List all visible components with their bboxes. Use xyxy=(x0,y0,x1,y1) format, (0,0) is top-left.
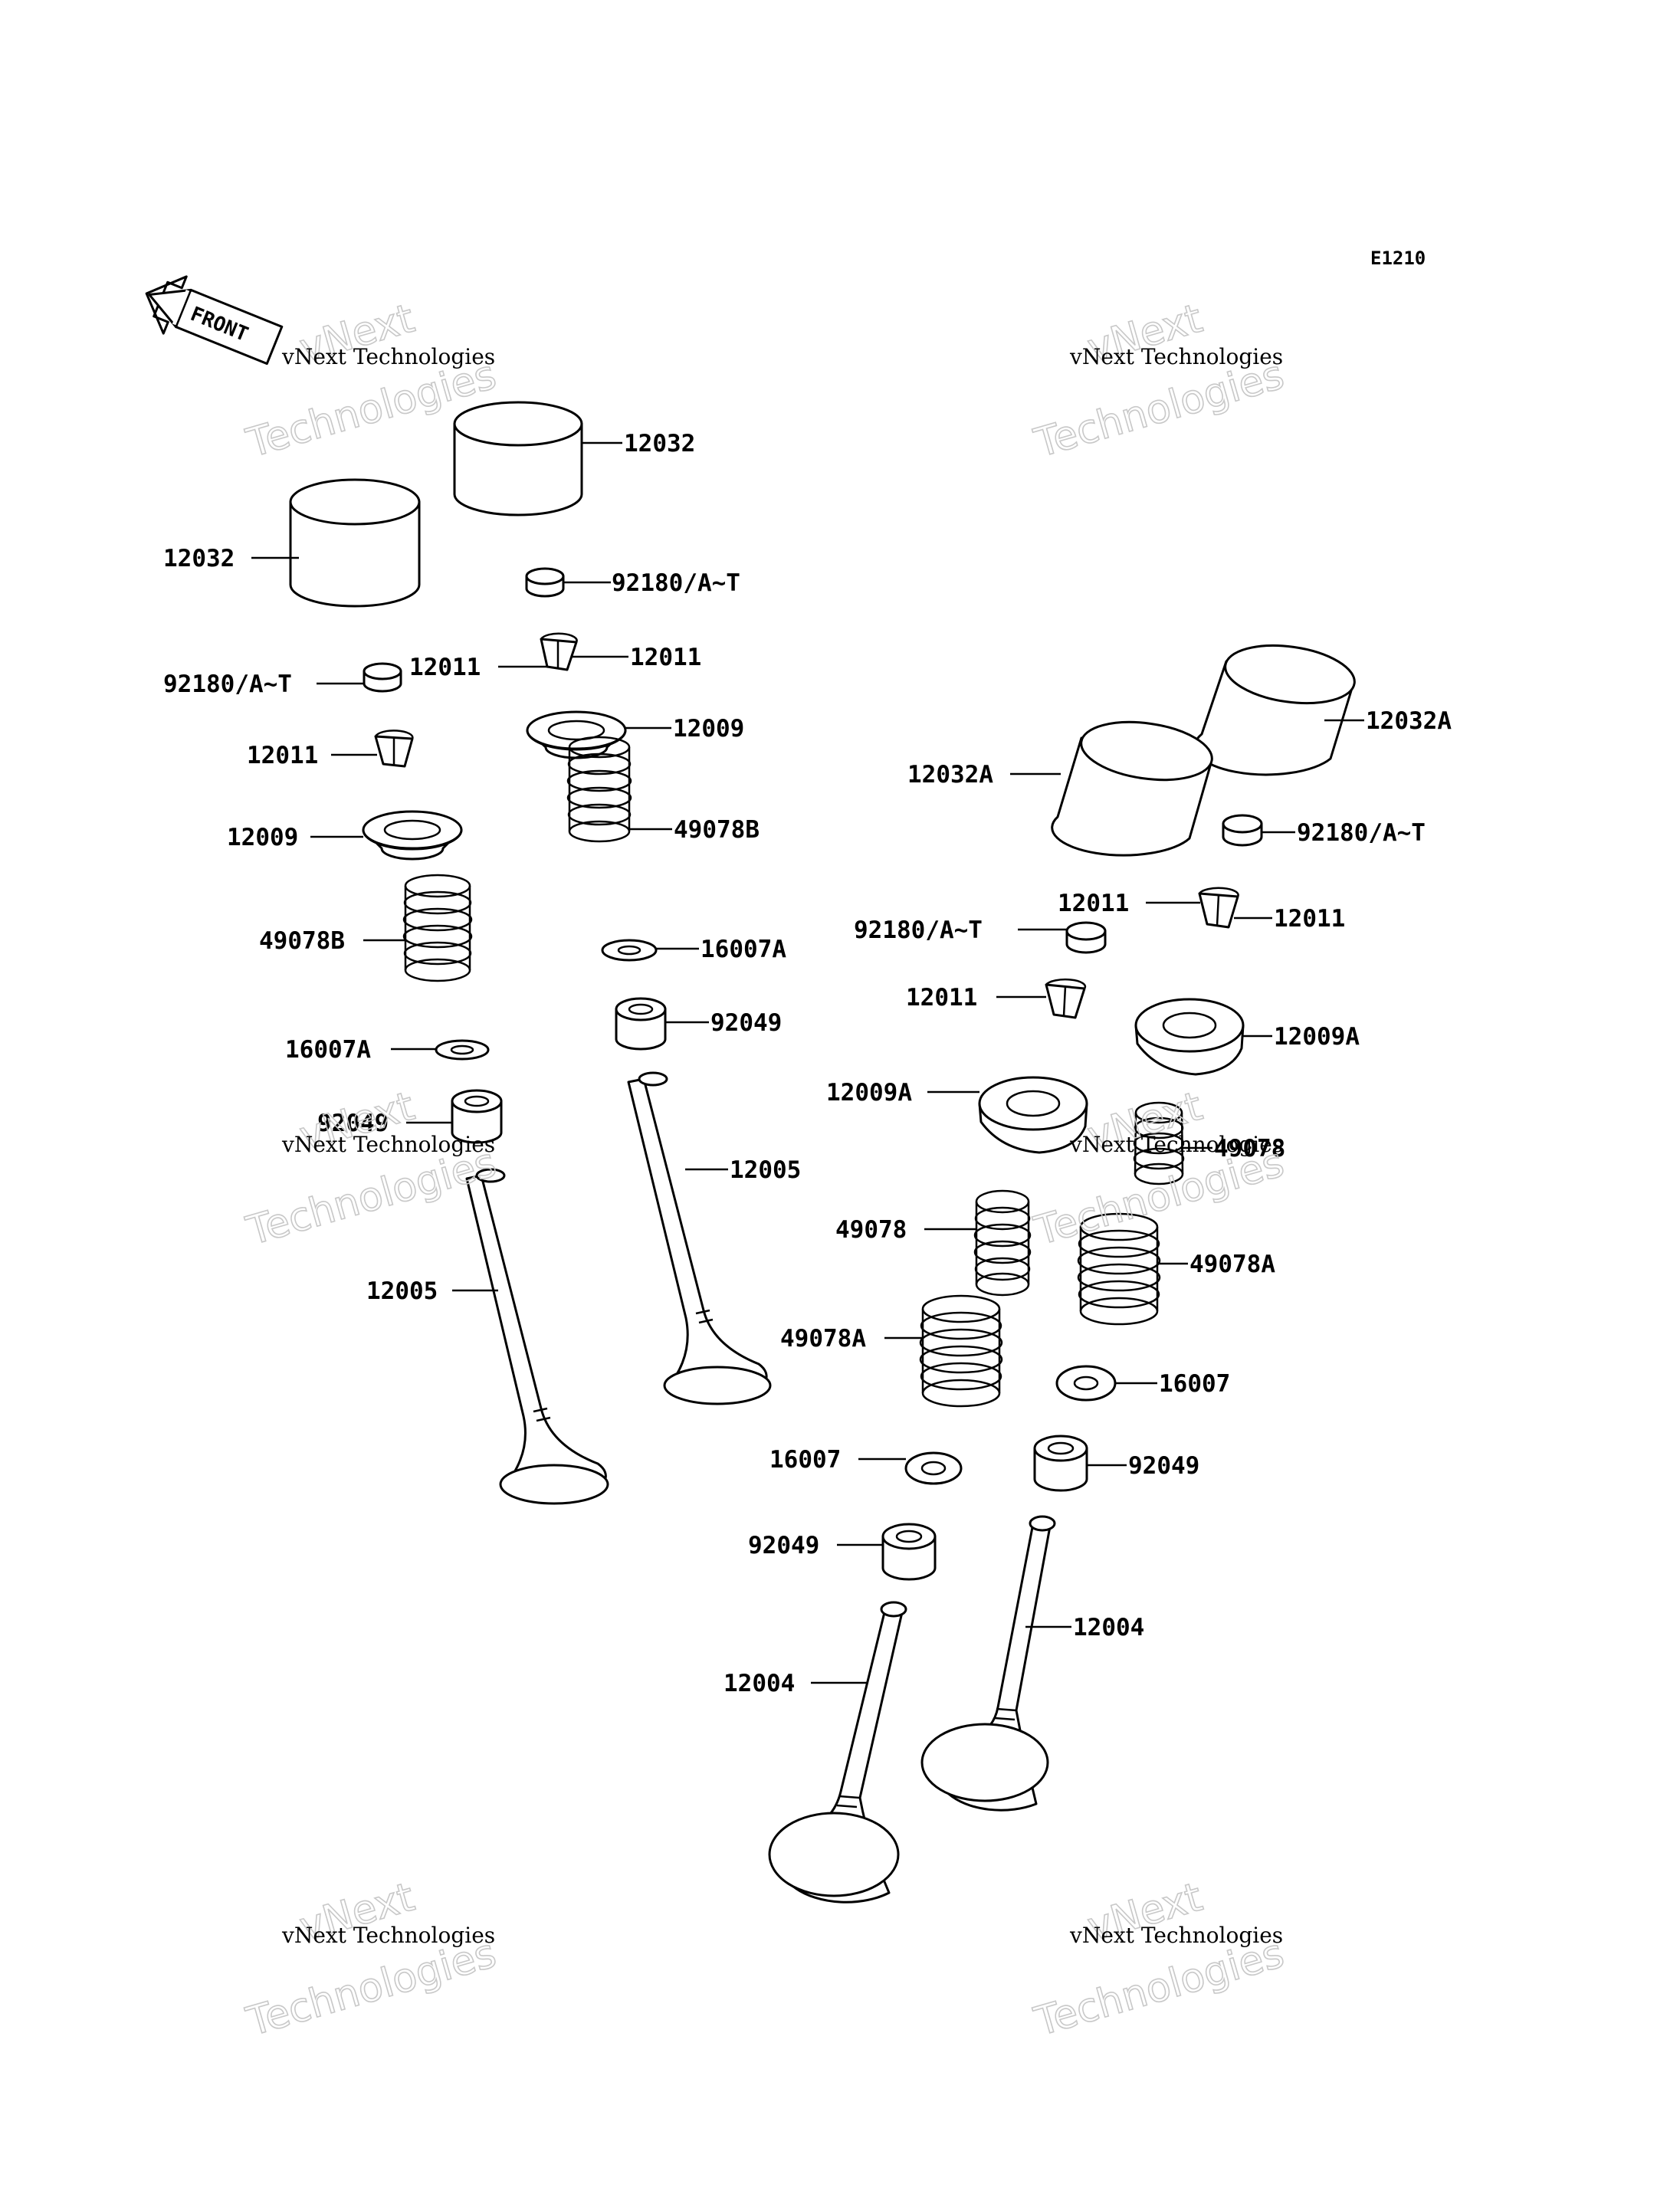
watermark-top-right: vNext vNext Technologies Technologies xyxy=(1029,295,1289,467)
callout-label: 12032 xyxy=(163,545,235,572)
callout-label: 92049 xyxy=(748,1532,819,1559)
valve-12005-left xyxy=(465,1168,609,1505)
callout-label: 92049 xyxy=(317,1110,389,1137)
callout-label: 12009A xyxy=(826,1079,912,1107)
callout-label: 12011 xyxy=(409,654,481,681)
callout-label: 92180/A~T xyxy=(854,917,983,944)
valve-12004-left xyxy=(768,1601,907,1904)
callout-label: 12004 xyxy=(724,1670,795,1697)
tappet-12032A-lower xyxy=(1051,720,1213,857)
callout-label: 16007 xyxy=(1159,1370,1230,1398)
callout-label: 12032A xyxy=(907,761,993,789)
seal-92049-right-upper xyxy=(1033,1435,1088,1492)
front-arrow-icon: FRONT xyxy=(145,275,284,366)
callout-label: 92180/A~T xyxy=(612,569,740,597)
spring-49078-lower xyxy=(973,1189,1032,1297)
retainer-12009A-lower xyxy=(978,1076,1088,1154)
retainer-12009-lower xyxy=(362,810,463,861)
spring-49078A-lower xyxy=(919,1294,1003,1408)
callout-label: 92049 xyxy=(710,1009,782,1037)
spring-49078B-lower xyxy=(402,874,473,982)
callout-label: 16007 xyxy=(769,1446,841,1474)
watermark-bottom-right: vNext vNext Technologies Technologies xyxy=(1029,1874,1289,2046)
callout-label: 92180/A~T xyxy=(1297,819,1426,847)
shim-92180-lower xyxy=(363,662,402,693)
watermark-bottom-left: vNext vNext Technologies Technologies xyxy=(241,1874,501,2046)
callout-label: 12011 xyxy=(1058,890,1129,917)
collet-12011-right-lower xyxy=(1045,978,1087,1019)
callout-labels: 12032 12032 92180/A~T 92180/A~T 12011 12… xyxy=(163,430,1452,1697)
callout-label: 12004 xyxy=(1073,1614,1144,1641)
callout-label: 12011 xyxy=(906,984,977,1012)
valve-12005-right xyxy=(627,1071,772,1405)
seal-92049-left-upper xyxy=(615,997,667,1051)
callout-label: 16007A xyxy=(285,1036,371,1064)
svg-text:vNext Technologies: vNext Technologies xyxy=(1069,1132,1283,1157)
spring-49078A-upper xyxy=(1077,1212,1161,1326)
svg-text:vNext Technologies: vNext Technologies xyxy=(1069,1923,1283,1948)
svg-text:vNext Technologies: vNext Technologies xyxy=(281,1132,495,1157)
callout-label: 12011 xyxy=(1274,905,1345,933)
leader-lines xyxy=(251,441,1364,1684)
washer-16007-lower xyxy=(904,1451,963,1485)
diagram-code: E1210 xyxy=(1370,248,1426,269)
callout-label: 92049 xyxy=(1128,1452,1199,1480)
callout-label: 12032A xyxy=(1366,707,1452,735)
shim-92180-right-lower xyxy=(1065,921,1107,954)
collet-12011-left-lower xyxy=(374,730,414,768)
callout-label: 12009A xyxy=(1274,1023,1360,1051)
tappet-12032A-upper xyxy=(1193,644,1356,776)
callout-label: 12011 xyxy=(247,742,318,769)
svg-text:vNext Technologies: vNext Technologies xyxy=(1069,344,1283,369)
valve-12004-right xyxy=(920,1515,1056,1812)
shim-92180-upper xyxy=(525,567,565,598)
shim-92180-right-upper xyxy=(1222,814,1263,847)
callout-label: 16007A xyxy=(701,936,786,963)
collet-12011-right-upper xyxy=(1198,887,1239,929)
callout-label: 49078A xyxy=(1189,1251,1275,1278)
callout-label: 12005 xyxy=(730,1156,801,1184)
svg-text:vNext Technologies: vNext Technologies xyxy=(281,1923,495,1948)
callout-label: 12032 xyxy=(624,430,695,457)
washer-16007A-lower xyxy=(435,1039,490,1061)
callout-label: 92180/A~T xyxy=(163,671,292,698)
callout-label: 49078 xyxy=(835,1216,907,1244)
washer-16007A-upper xyxy=(601,939,658,962)
spring-49078-upper xyxy=(1133,1101,1185,1185)
washer-16007-upper xyxy=(1055,1365,1117,1402)
callout-label: 12009 xyxy=(227,824,298,851)
svg-text:vNext Technologies: vNext Technologies xyxy=(281,344,495,369)
retainer-12009A-upper xyxy=(1134,998,1245,1076)
retainer-12009-upper xyxy=(526,710,627,759)
tappet-12032-upper xyxy=(453,401,583,516)
callout-label: 49078B xyxy=(259,927,345,955)
seal-92049-left-lower xyxy=(451,1089,503,1144)
spring-49078B-upper xyxy=(566,736,632,843)
callout-label: 12005 xyxy=(366,1277,438,1305)
callout-label: 12011 xyxy=(630,644,701,671)
callout-label: 49078 xyxy=(1214,1135,1285,1162)
collet-12011-left-upper xyxy=(540,632,578,671)
tappet-12032-lower xyxy=(289,478,421,608)
callout-label: 12009 xyxy=(673,715,744,743)
callout-label: 49078A xyxy=(780,1325,866,1353)
callout-label: 49078B xyxy=(674,816,760,844)
seal-92049-right-lower xyxy=(881,1523,937,1581)
